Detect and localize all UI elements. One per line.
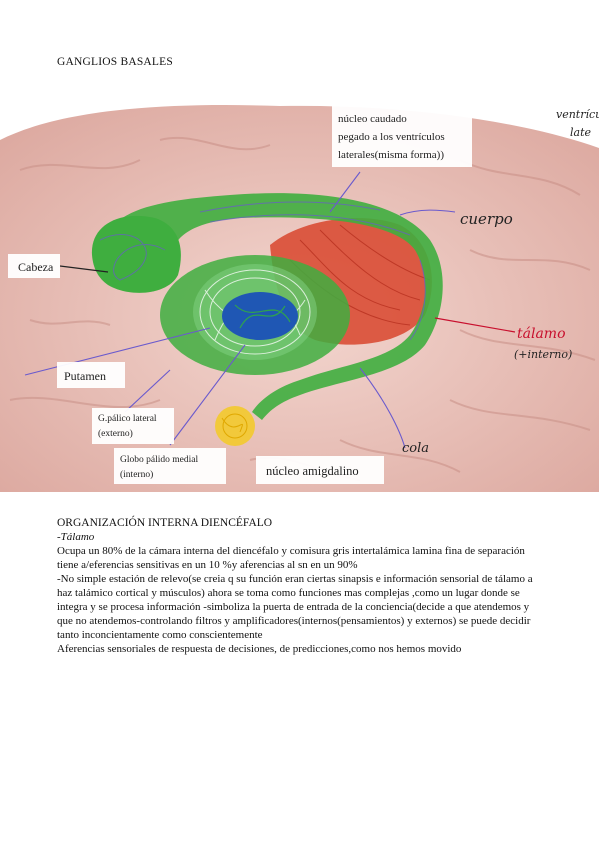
- pointer-lines: [24, 171, 456, 449]
- palido-lateral-label-2: (externo): [98, 428, 133, 439]
- talamo-annotation: tálamo: [517, 326, 566, 342]
- diencephalon-section: ORGANIZACIÓN INTERNA DIENCÉFALO -Tálamo …: [57, 516, 547, 656]
- ventriculo-annotation-1: ventrícu: [556, 108, 599, 121]
- putamen-label: Putamen: [64, 369, 106, 383]
- cuerpo-annotation: cuerpo: [460, 210, 513, 228]
- amigdalino-label: núcleo amigdalino: [266, 464, 359, 478]
- section-subheading: -Tálamo: [57, 531, 95, 543]
- palido-lateral-label-1: G.pálico lateral: [98, 414, 157, 424]
- globus-pallidus-region: [222, 292, 298, 340]
- amygdala-region: [215, 406, 255, 446]
- paragraph-4: Aferencias sensoriales de respuesta de d…: [57, 643, 462, 655]
- caudate-label-1: núcleo caudado: [338, 113, 407, 125]
- cabeza-head: [91, 215, 181, 293]
- section-heading: ORGANIZACIÓN INTERNA DIENCÉFALO: [57, 517, 273, 529]
- caudate-nucleus: [108, 193, 443, 420]
- page-title: GANGLIOS BASALES: [57, 56, 173, 68]
- ventriculo-annotation-2: late: [570, 126, 591, 139]
- paragraph-1: Ocupa un 80% de la cámara interna del di…: [57, 545, 525, 557]
- caudate-label-3: laterales(misma forma)): [338, 149, 444, 161]
- palido-medial-label-2: (interno): [120, 469, 153, 480]
- caudate-label-2: pegado a los ventrículos: [338, 131, 445, 143]
- talamo-sub-annotation: (+interno): [514, 348, 572, 361]
- cabeza-label: Cabeza: [18, 260, 54, 274]
- palido-medial-label-1: Globo pálido medial: [120, 455, 198, 465]
- paragraph-3: -No simple estación de relevo(se creia q…: [57, 573, 533, 641]
- paragraph-2: tiene a/eferencias sensitivas en un 10 %…: [57, 559, 358, 571]
- basal-ganglia-figure: núcleo caudado pegado a los ventrículos …: [0, 100, 599, 492]
- cola-annotation: cola: [402, 441, 429, 456]
